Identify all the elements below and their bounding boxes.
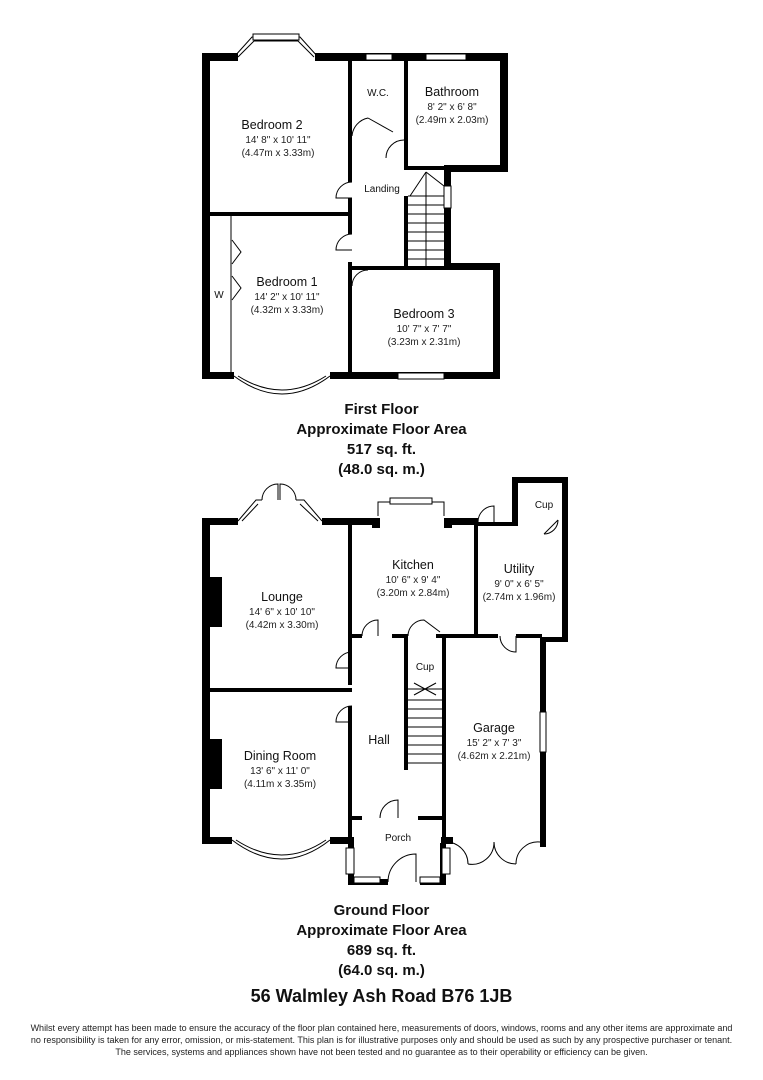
bedroom2-imperial: 14' 8" x 10' 11" [245, 135, 311, 146]
kitchen-metric: (3.20m x 2.84m) [377, 588, 450, 599]
ground-floor-plan [202, 477, 568, 885]
bedroom3-metric: (3.23m x 2.31m) [388, 337, 461, 348]
utility-cup-label: Cup [535, 500, 554, 511]
first-floor-details [230, 33, 467, 395]
first-floor-sqft: 517 sq. ft. [346, 441, 417, 458]
disclaimer-line: Whilst every attempt has been made to en… [30, 1023, 733, 1033]
ground-floor-sqm: (64.0 sq. m.) [338, 962, 425, 979]
garage-metric: (4.62m x 2.21m) [458, 751, 531, 762]
utility-imperial: 9' 0" x 6' 5" [494, 579, 544, 590]
kitchen-name: Kitchen [392, 558, 434, 572]
bedroom3-name: Bedroom 3 [393, 307, 454, 321]
first-floor-caption: First Floor Approximate Floor Area 517 s… [0, 400, 763, 480]
ground-floor-details [231, 483, 559, 884]
bedroom3-imperial: 10' 7" x 7' 7" [397, 324, 452, 335]
disclaimer-line: no responsibility is taken for any error… [30, 1035, 733, 1045]
dining-metric: (4.11m x 3.35m) [244, 779, 316, 790]
wc-name: W.C. [367, 88, 389, 99]
porch-name: Porch [385, 833, 411, 844]
ground-floor-sqft: 689 sq. ft. [346, 942, 417, 959]
property-address: 56 Walmley Ash Road B76 1JB [250, 986, 513, 1006]
first-floor-area-label: Approximate Floor Area [296, 421, 467, 438]
utility-metric: (2.74m x 1.96m) [483, 592, 556, 603]
first-floor-labels: Bedroom 2 14' 8" x 10' 11" (4.47m x 3.33… [214, 85, 488, 348]
utility-name: Utility [504, 562, 535, 576]
bedroom2-name: Bedroom 2 [241, 118, 302, 132]
bathroom-imperial: 8' 2" x 6' 8" [427, 102, 477, 113]
disclaimer: Whilst every attempt has been made to en… [0, 1022, 763, 1058]
disclaimer-line: The services, systems and appliances sho… [115, 1047, 648, 1057]
bathroom-name: Bathroom [425, 85, 479, 99]
lounge-metric: (4.42m x 3.30m) [246, 620, 319, 631]
ground-floor-caption: Ground Floor Approximate Floor Area 689 … [0, 901, 763, 981]
lounge-name: Lounge [261, 590, 303, 604]
dining-imperial: 13' 6" x 11' 0" [250, 766, 310, 777]
ground-floor-labels: Lounge 14' 6" x 10' 10" (4.42m x 3.30m) … [244, 500, 556, 844]
kitchen-imperial: 10' 6" x 9' 4" [386, 575, 441, 586]
ground-floor-area-label: Approximate Floor Area [296, 922, 467, 939]
bedroom2-metric: (4.47m x 3.33m) [242, 148, 315, 159]
first-floor-title: First Floor [344, 401, 419, 418]
bedroom1-imperial: 14' 2" x 10' 11" [254, 292, 320, 303]
landing-name: Landing [364, 184, 400, 195]
hall-name: Hall [368, 733, 390, 747]
bedroom1-metric: (4.32m x 3.33m) [251, 305, 324, 316]
wardrobe-label: W [214, 290, 224, 301]
first-floor-sqm: (48.0 sq. m.) [338, 461, 425, 478]
bathroom-metric: (2.49m x 2.03m) [416, 115, 489, 126]
garage-imperial: 15' 2" x 7' 3" [467, 738, 522, 749]
stair-cup-label: Cup [416, 662, 435, 673]
lounge-imperial: 14' 6" x 10' 10" [249, 607, 315, 618]
ground-floor-title: Ground Floor [333, 902, 430, 919]
bedroom1-name: Bedroom 1 [256, 275, 317, 289]
garage-name: Garage [473, 721, 515, 735]
dining-name: Dining Room [244, 749, 316, 763]
